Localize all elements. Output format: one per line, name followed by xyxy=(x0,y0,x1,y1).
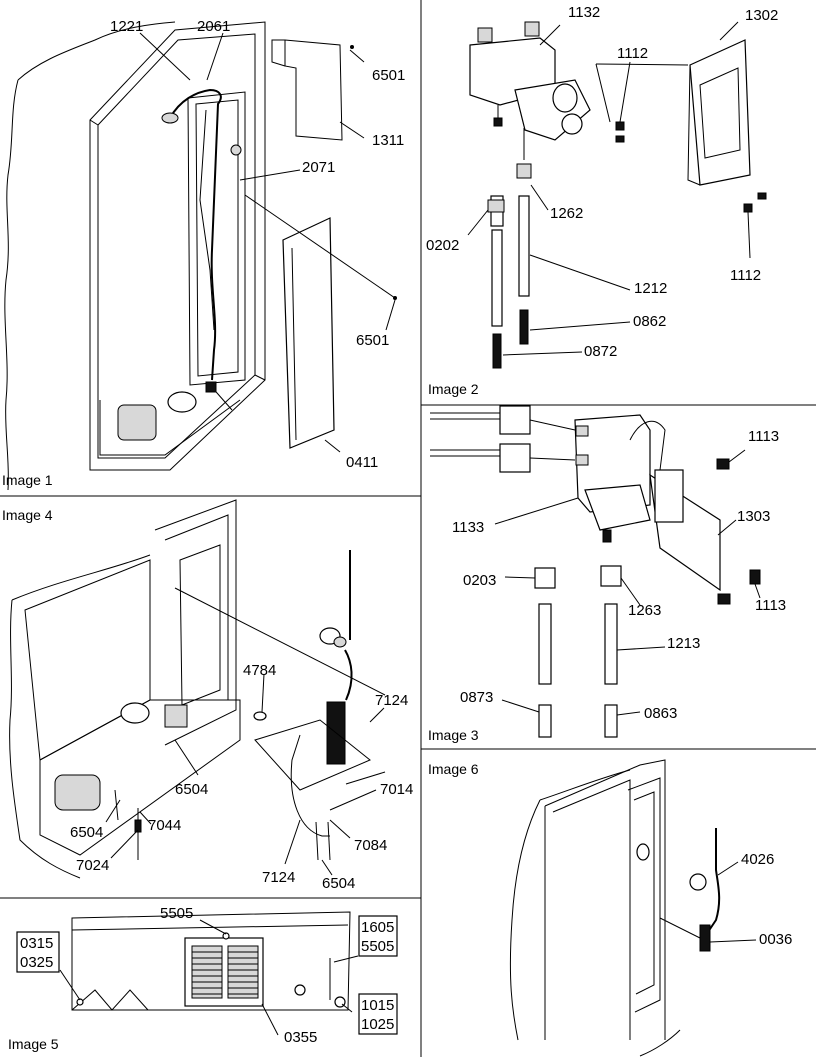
part-label-0863: 0863 xyxy=(644,705,677,722)
vent-grille xyxy=(191,945,259,999)
part-label-0202: 0202 xyxy=(426,237,459,254)
part-label-1262: 1262 xyxy=(550,205,583,222)
part-label-0203: 0203 xyxy=(463,572,496,589)
part-label-0325: 0325 xyxy=(20,954,53,971)
part-label-1113-b: 1113 xyxy=(755,597,786,614)
part-label-1112-b: 1112 xyxy=(730,267,761,284)
image-2-part-labels: 1132 1302 1112 1262 0202 1212 1112 0862 … xyxy=(426,4,778,360)
panel-image-5: 5505 1605 5505 0315 0325 1015 1025 0355 … xyxy=(8,905,398,1052)
part-label-1303: 1303 xyxy=(737,508,770,525)
part-label-2061: 2061 xyxy=(197,18,230,35)
image-5-caption: Image 5 xyxy=(8,1036,59,1052)
part-label-7014: 7014 xyxy=(380,781,413,798)
panel-image-4: 4784 7124 6504 7014 6504 7044 7084 7024 … xyxy=(2,499,413,892)
image-6-caption: Image 6 xyxy=(428,761,479,777)
part-label-1132: 1132 xyxy=(568,4,600,21)
part-label-1025: 1025 xyxy=(361,1016,394,1033)
part-label-0862: 0862 xyxy=(633,313,666,330)
part-label-6504-b: 6504 xyxy=(70,824,103,841)
part-label-0872: 0872 xyxy=(584,343,617,360)
part-label-7084: 7084 xyxy=(354,837,387,854)
image-1-part-labels: 1221 2061 6501 1311 2071 6501 0411 xyxy=(110,18,405,471)
part-label-0411: 0411 xyxy=(346,454,378,471)
part-label-1212: 1212 xyxy=(634,280,667,297)
panel-image-1: 1221 2061 6501 1311 2071 6501 0411 Image… xyxy=(2,18,405,491)
image-1-caption: Image 1 xyxy=(2,472,53,488)
part-label-1113: 1113 xyxy=(748,428,779,445)
part-label-7044: 7044 xyxy=(148,817,181,834)
part-label-5505-b: 5505 xyxy=(361,938,394,955)
image-5-part-labels: 5505 1605 5505 0315 0325 1015 1025 0355 xyxy=(16,905,398,1046)
image-2-caption: Image 2 xyxy=(428,381,479,397)
part-label-1213: 1213 xyxy=(667,635,700,652)
label-box-1605-5505 xyxy=(358,915,398,957)
image-4-caption: Image 4 xyxy=(2,507,53,523)
part-label-1302: 1302 xyxy=(745,7,778,24)
part-label-1112: 1112 xyxy=(617,45,648,62)
part-label-1221: 1221 xyxy=(110,18,143,35)
label-box-1015-1025 xyxy=(358,993,398,1035)
image-6-part-labels: 4026 0036 xyxy=(741,851,792,948)
part-label-0315: 0315 xyxy=(20,935,53,952)
part-label-1263: 1263 xyxy=(628,602,661,619)
part-label-6501-b: 6501 xyxy=(356,332,389,349)
part-label-4784: 4784 xyxy=(243,662,276,679)
part-label-7124: 7124 xyxy=(375,692,408,709)
part-label-6501: 6501 xyxy=(372,67,405,84)
part-label-0036: 0036 xyxy=(759,931,792,948)
part-label-0873: 0873 xyxy=(460,689,493,706)
image-3-part-labels: 1113 1303 1133 0203 1263 1113 1213 0873 … xyxy=(452,428,786,722)
part-label-2071: 2071 xyxy=(302,159,335,176)
label-box-0315-0325 xyxy=(16,931,60,973)
part-label-5505: 5505 xyxy=(160,905,193,922)
image-3-caption: Image 3 xyxy=(428,727,479,743)
part-label-6504: 6504 xyxy=(175,781,208,798)
part-label-1133: 1133 xyxy=(452,519,484,536)
part-label-7024: 7024 xyxy=(76,857,109,874)
panel-image-6: 4026 0036 Image 6 xyxy=(428,759,792,1057)
part-label-1311: 1311 xyxy=(372,132,404,149)
image-4-part-labels: 4784 7124 6504 7014 6504 7044 7084 7024 … xyxy=(70,662,413,892)
part-label-0355: 0355 xyxy=(284,1029,317,1046)
panel-image-3: 1113 1303 1133 0203 1263 1113 1213 0873 … xyxy=(428,405,786,743)
part-label-4026: 4026 xyxy=(741,851,774,868)
part-label-6504-c: 6504 xyxy=(322,875,355,892)
part-label-7124-b: 7124 xyxy=(262,869,295,886)
panel-image-2: 1132 1302 1112 1262 0202 1212 1112 0862 … xyxy=(426,4,778,397)
part-label-1605: 1605 xyxy=(361,919,394,936)
part-label-1015: 1015 xyxy=(361,997,394,1014)
